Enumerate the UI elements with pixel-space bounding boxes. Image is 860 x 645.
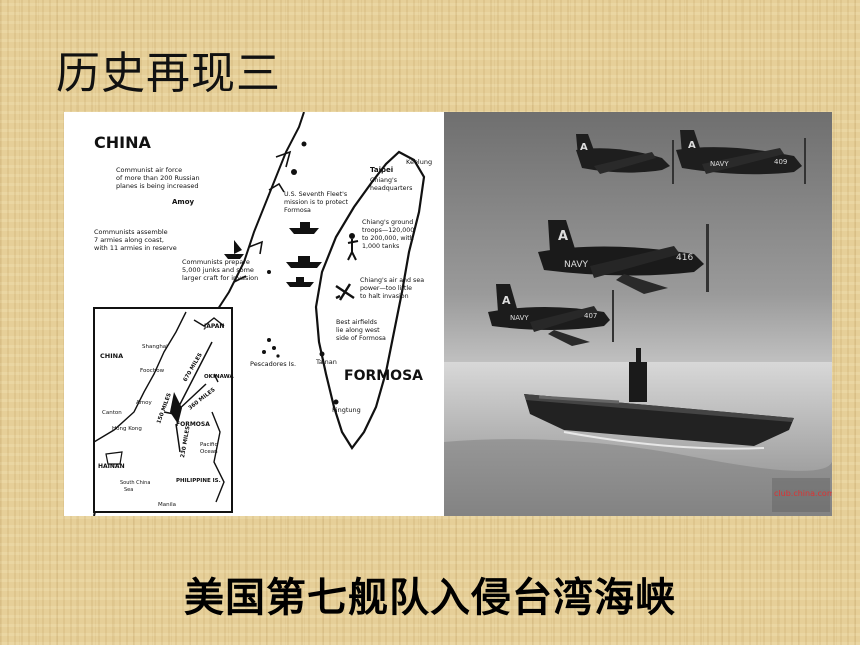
warship-icon: [286, 277, 314, 287]
svg-text:Hong Kong: Hong Kong: [112, 426, 142, 432]
note-fleet: U.S. Seventh Fleet's mission is to prote…: [284, 191, 350, 214]
map-label-amoy: Amoy: [172, 198, 195, 206]
note-airsea: Chiang's air and sea power—too little to…: [360, 277, 426, 300]
svg-text:CHINA: CHINA: [100, 352, 123, 360]
junk-boat-icon: [224, 240, 244, 259]
note-airforce: Communist air force of more than 200 Rus…: [116, 166, 202, 190]
note-hq: Chiang's headquarters: [370, 177, 412, 192]
map-label-taipei: Taipei: [370, 166, 393, 174]
svg-text:Canton: Canton: [102, 410, 122, 416]
svg-text:A: A: [558, 229, 568, 244]
slide-title: 历史再现三: [56, 48, 281, 99]
map-label-tainan: Tainan: [315, 358, 337, 366]
slide-caption: 美国第七舰队入侵台湾海峡: [184, 575, 676, 621]
svg-text:NAVY: NAVY: [710, 160, 729, 168]
map-label-pescadores: Pescadores Is.: [250, 360, 296, 368]
svg-text:416: 416: [676, 253, 693, 263]
svg-text:Foochow: Foochow: [140, 368, 165, 374]
note-troops: Chiang's ground troops—120,000 to 200,00…: [362, 219, 416, 250]
map-label-china: CHINA: [94, 133, 151, 152]
watermark-logo: club.china.com: [772, 478, 832, 512]
note-airfields: Best airfields lie along west side of Fo…: [336, 319, 386, 342]
svg-text:230 MILES: 230 MILES: [180, 426, 191, 459]
aircraft-corsair: A NAVY 409: [676, 130, 806, 184]
aircraft-corsair: A: [576, 134, 674, 184]
airplane-icon: [335, 283, 355, 301]
svg-text:A: A: [502, 294, 511, 307]
svg-text:FORMOSA: FORMOSA: [176, 421, 210, 428]
svg-text:club.china.com: club.china.com: [774, 489, 832, 498]
aircraft-carrier: [524, 348, 794, 450]
aircraft-corsair: A NAVY 407: [488, 284, 614, 346]
historical-figure: CHINA Communist air force of more than 2…: [64, 112, 832, 516]
aircraft-corsair: A NAVY 416: [538, 220, 709, 294]
note-junks: Communists prepare 5,000 junks and some …: [182, 258, 258, 282]
svg-text:JAPAN: JAPAN: [203, 323, 224, 330]
seventh-fleet-photo: A A NAVY 409 A NAVY 416 A: [444, 112, 832, 516]
svg-text:407: 407: [584, 312, 597, 320]
svg-text:HAINAN: HAINAN: [98, 463, 125, 470]
map-label-pingtung: Pingtung: [332, 406, 361, 414]
taiwan-strait-map: CHINA Communist air force of more than 2…: [64, 112, 444, 516]
soldier-icon: [347, 233, 359, 261]
map-label-keelung: Keelung: [406, 158, 432, 166]
svg-text:Amoy: Amoy: [136, 400, 152, 406]
svg-text:A: A: [688, 140, 696, 151]
svg-text:OKINAWA: OKINAWA: [204, 374, 234, 380]
svg-text:PHILIPPINE IS.: PHILIPPINE IS.: [176, 478, 221, 484]
warship-icon: [286, 256, 322, 268]
map-label-formosa: FORMOSA: [344, 368, 423, 384]
svg-text:Manila: Manila: [158, 502, 176, 508]
note-armies: Communists assemble 7 armies along coast…: [94, 228, 177, 252]
svg-text:Shanghai: Shanghai: [142, 344, 168, 350]
svg-text:409: 409: [774, 158, 787, 166]
svg-text:NAVY: NAVY: [510, 314, 529, 322]
warship-icon: [289, 222, 319, 234]
svg-text:A: A: [580, 142, 588, 153]
svg-text:NAVY: NAVY: [564, 260, 588, 270]
inset-map: JAPAN CHINA Shanghai Foochow OKINAWA Amo…: [93, 307, 234, 513]
